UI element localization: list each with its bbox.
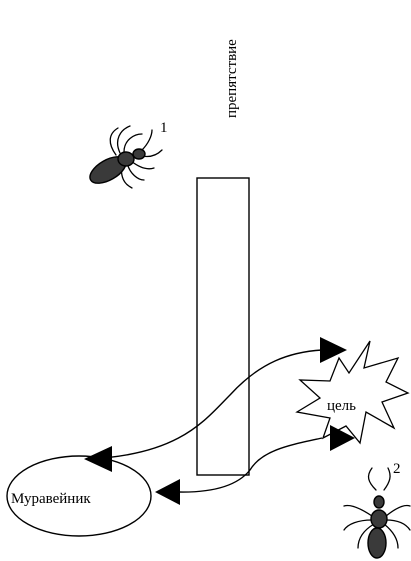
ant-2-label: 2 xyxy=(393,461,401,477)
ant-icon xyxy=(86,126,162,189)
starburst-icon xyxy=(297,341,408,443)
ant-1-label: 1 xyxy=(160,120,168,136)
ant-1: 1 xyxy=(86,120,168,189)
goal-label: цель xyxy=(327,398,356,414)
upper-path-arrow-goal xyxy=(320,337,347,363)
obstacle-label: препятствие xyxy=(224,39,240,118)
ant-icon xyxy=(344,468,410,558)
obstacle-rect xyxy=(197,178,249,475)
ant-2: 2 xyxy=(344,461,410,558)
anthill-label: Муравейник xyxy=(11,491,91,507)
lower-path-arrow-anthill xyxy=(155,479,180,505)
